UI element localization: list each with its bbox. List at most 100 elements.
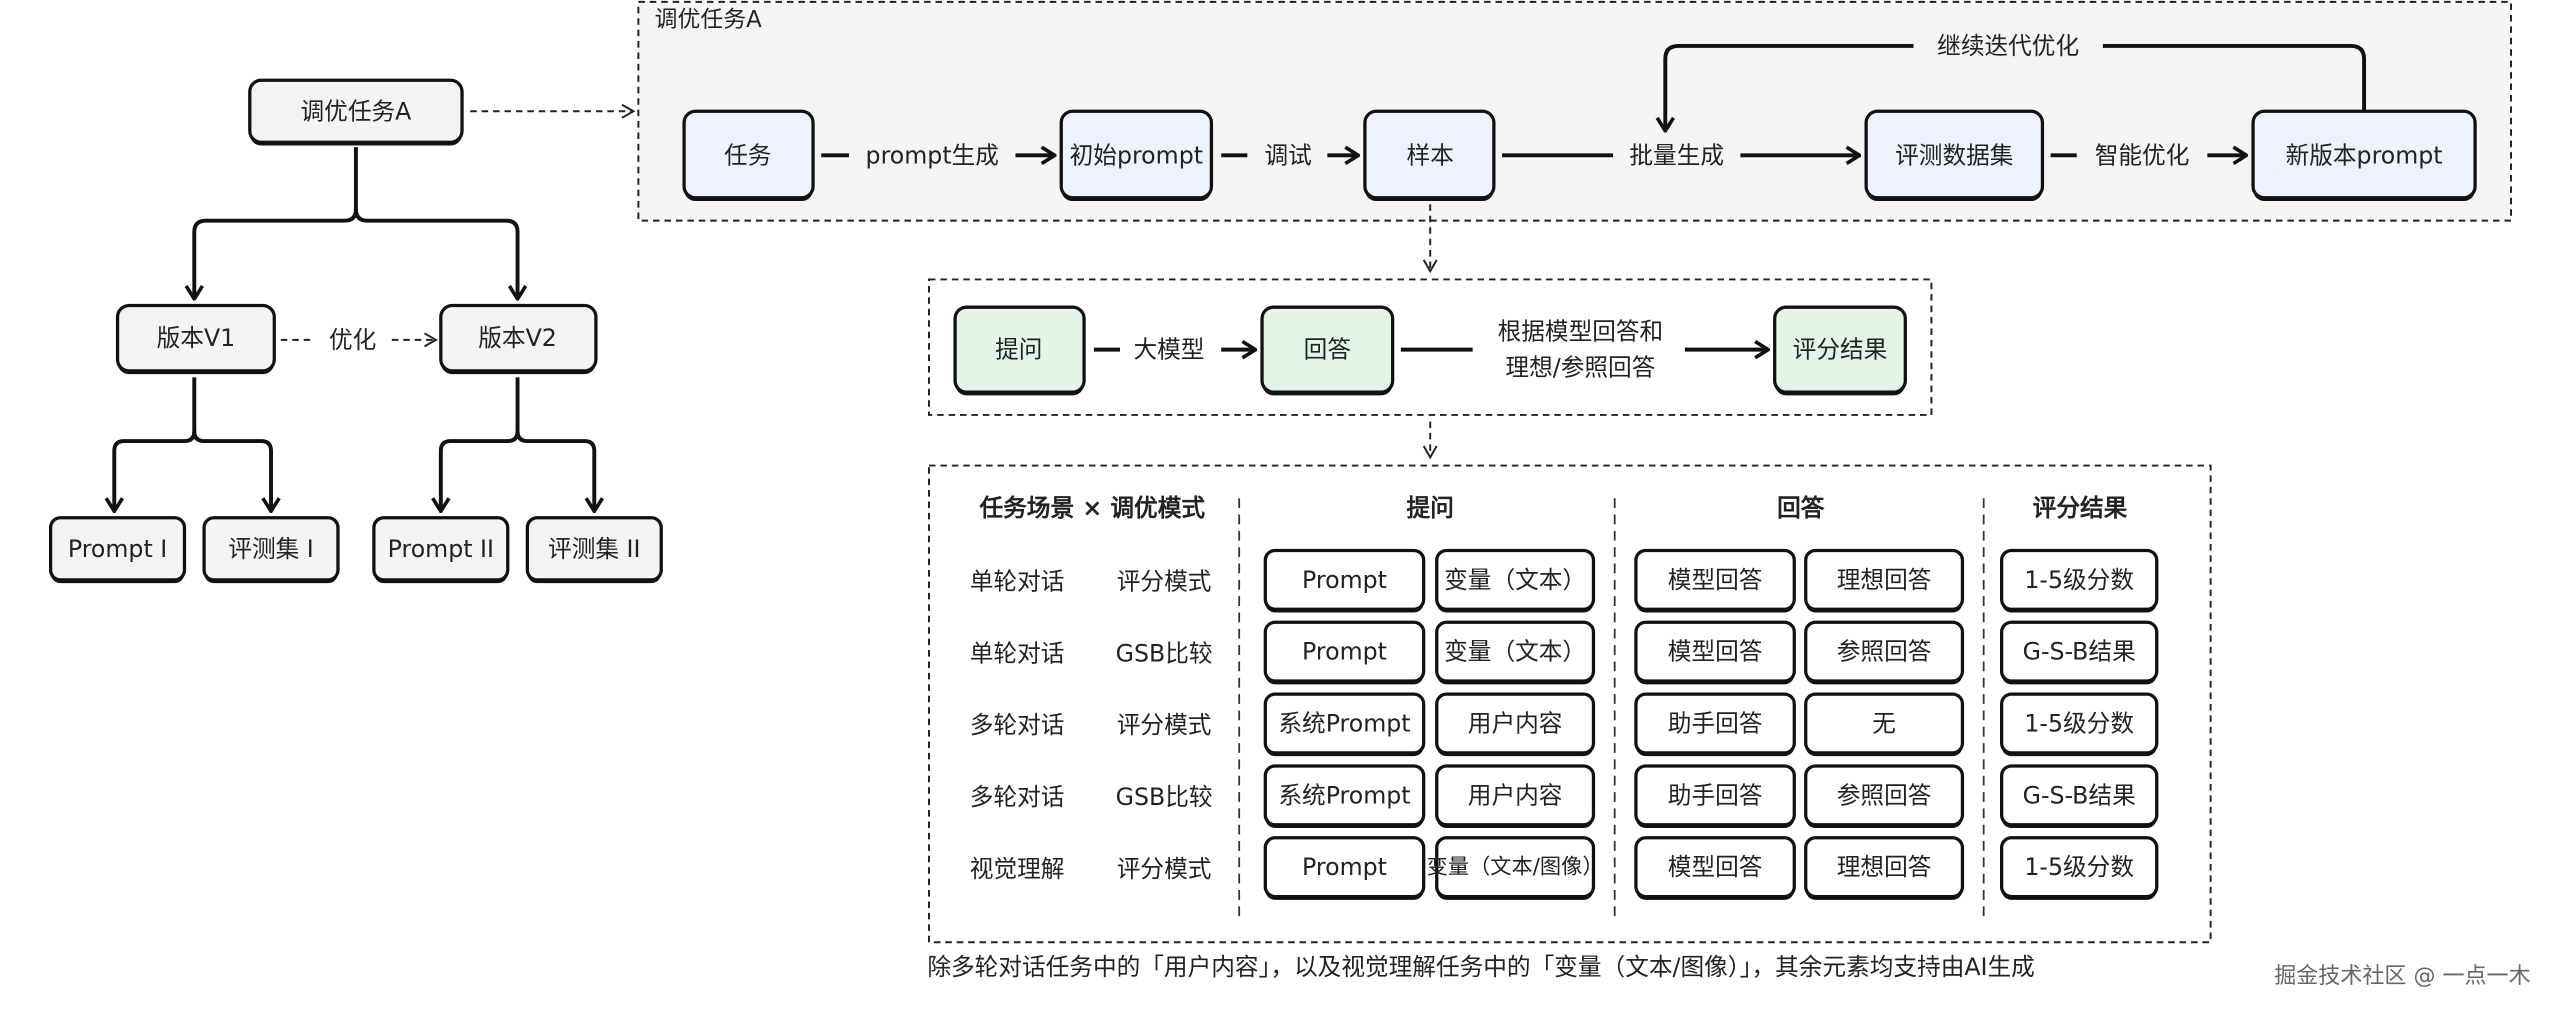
edge-label: 批量生成 — [1629, 141, 1724, 169]
cell-label: 模型回答 — [1668, 566, 1763, 594]
cell-label: 变量（文本） — [1444, 638, 1586, 666]
cell-label: Prompt — [1302, 853, 1387, 881]
table-row: 视觉理解 评分模式 Prompt 变量（文本/图像） 模型回答 理想回答 1-5级分数 — [970, 836, 2159, 900]
table-row: 单轮对话 GSB比较 Prompt 变量（文本） 模型回答 参照回答 G-S-B结果 — [970, 620, 2159, 685]
leaf-eval-set-2[interactable]: 评测集 II — [525, 516, 663, 584]
cell-label: 模型回答 — [1668, 638, 1763, 666]
panel-title: 调优任务A — [655, 7, 762, 33]
edge-label-judge-1: 根据模型回答和 — [1498, 318, 1664, 346]
cell-box[interactable]: 1-5级分数 — [2000, 548, 2159, 613]
node-label: 提问 — [995, 336, 1042, 364]
node-score[interactable]: 评分结果 — [1773, 305, 1907, 396]
cell-label: 1-5级分数 — [2024, 566, 2134, 594]
cell-label: 用户内容 — [1468, 710, 1563, 738]
header-score: 评分结果 — [2033, 494, 2128, 522]
scene-label: 单轮对话 — [970, 567, 1065, 595]
cell-box[interactable]: 无 — [1804, 692, 1965, 757]
cell-label: 变量（文本） — [1444, 566, 1586, 594]
cell-label: 参照回答 — [1837, 638, 1932, 666]
cell-box[interactable]: G-S-B结果 — [2000, 764, 2159, 828]
cell-label: 系统Prompt — [1278, 781, 1410, 809]
cell-label: 模型回答 — [1668, 853, 1763, 881]
node-label: 样本 — [1407, 141, 1454, 169]
cell-label: 助手回答 — [1668, 781, 1763, 809]
cell-label: G-S-B结果 — [2023, 638, 2136, 666]
cell-box[interactable]: 用户内容 — [1435, 764, 1596, 828]
sample-panel: 大模型 根据模型回答和 理想/参照回答 提问 回答 评分结果 — [928, 278, 1933, 416]
edge-label-judge-2: 理想/参照回答 — [1505, 354, 1655, 382]
table-row: 多轮对话 GSB比较 系统Prompt 用户内容 助手回答 参照回答 G-S-B结果 — [970, 764, 2159, 828]
cell-box[interactable]: 1-5级分数 — [2000, 692, 2159, 757]
cell-label: 系统Prompt — [1278, 710, 1410, 738]
cell-box[interactable]: 系统Prompt — [1263, 692, 1426, 757]
leaf-prompt-2[interactable]: Prompt II — [372, 516, 510, 584]
version-v1-node[interactable]: 版本V1 — [115, 303, 276, 375]
edge-label-llm: 大模型 — [1133, 336, 1204, 364]
node-task[interactable]: 任务 — [682, 109, 815, 202]
node-label: 评分结果 — [1793, 336, 1888, 364]
scene-label: 多轮对话 — [970, 783, 1065, 811]
cell-box[interactable]: 理想回答 — [1804, 548, 1965, 613]
version-v2-node[interactable]: 版本V2 — [439, 303, 598, 375]
column-separators — [1238, 498, 1985, 923]
leaf-label: Prompt I — [68, 535, 167, 563]
cell-label: Prompt — [1302, 566, 1387, 594]
cell-box[interactable]: G-S-B结果 — [2000, 620, 2159, 685]
edge-label: prompt生成 — [866, 141, 999, 169]
node-label: 评测数据集 — [1895, 141, 2013, 169]
cell-box[interactable]: 助手回答 — [1634, 692, 1796, 757]
table-row: 单轮对话 评分模式 Prompt 变量（文本） 模型回答 理想回答 1-5级分数 — [970, 548, 2159, 613]
version-v1-label: 版本V1 — [157, 324, 236, 352]
cell-box[interactable]: 模型回答 — [1634, 548, 1796, 613]
cell-box[interactable]: Prompt — [1263, 548, 1426, 613]
cell-box[interactable]: 参照回答 — [1804, 620, 1965, 685]
cell-box[interactable]: 理想回答 — [1804, 836, 1965, 900]
edge-label: 调试 — [1264, 141, 1311, 169]
cell-box[interactable]: 系统Prompt — [1263, 764, 1426, 828]
cell-label: 1-5级分数 — [2024, 710, 2134, 738]
mode-label: GSB比较 — [1116, 783, 1213, 811]
leaf-prompt-1[interactable]: Prompt I — [48, 516, 187, 584]
cell-label: 变量（文本/图像） — [1427, 855, 1604, 880]
cell-box[interactable]: 用户内容 — [1435, 692, 1596, 757]
cell-label: 用户内容 — [1468, 781, 1563, 809]
cell-box[interactable]: Prompt — [1263, 836, 1426, 900]
header-question: 提问 — [1407, 494, 1454, 522]
node-new-prompt[interactable]: 新版本prompt — [2251, 109, 2477, 202]
mode-label: GSB比较 — [1116, 639, 1213, 667]
leaf-eval-set-1[interactable]: 评测集 I — [202, 516, 340, 584]
watermark: 掘金技术社区 @ 一点一木 — [2274, 964, 2530, 989]
scene-label: 多轮对话 — [970, 711, 1065, 739]
node-sample[interactable]: 样本 — [1363, 109, 1496, 202]
cell-box[interactable]: 模型回答 — [1634, 836, 1796, 900]
scene-label: 单轮对话 — [970, 639, 1065, 667]
cell-box[interactable]: 变量（文本/图像） — [1427, 836, 1604, 900]
tree-root-node[interactable]: 调优任务A — [248, 78, 464, 146]
tree-root-label: 调优任务A — [301, 97, 412, 125]
node-eval-dataset[interactable]: 评测数据集 — [1864, 109, 2045, 202]
footnote: 除多轮对话任务中的「用户内容」，以及视觉理解任务中的「变量（文本/图像）」，其余… — [927, 953, 2034, 981]
node-question[interactable]: 提问 — [953, 305, 1086, 396]
node-answer[interactable]: 回答 — [1260, 305, 1395, 396]
cell-box[interactable]: 模型回答 — [1634, 620, 1796, 685]
scene-label: 视觉理解 — [970, 855, 1065, 883]
cell-box[interactable]: 变量（文本） — [1435, 620, 1596, 685]
cell-box[interactable]: 助手回答 — [1634, 764, 1796, 828]
cell-box[interactable]: 1-5级分数 — [2000, 836, 2159, 900]
leaf-label: 评测集 II — [548, 535, 640, 563]
loop-label: 继续迭代优化 — [1937, 32, 2079, 60]
cell-box[interactable]: 变量（文本） — [1435, 548, 1596, 613]
loop-arrow — [1665, 43, 1914, 131]
node-label: 初始prompt — [1070, 141, 1203, 169]
leaf-label: 评测集 I — [228, 535, 313, 563]
cell-label: 助手回答 — [1668, 710, 1763, 738]
edge-label: 智能优化 — [2095, 141, 2190, 169]
version-tree: 调优任务A 版本V1 版本V2 优化 Prompt I 评测集 I — [48, 78, 663, 584]
mode-label: 评分模式 — [1117, 567, 1212, 595]
node-initial-prompt[interactable]: 初始prompt — [1059, 109, 1214, 202]
cell-box[interactable]: 参照回答 — [1804, 764, 1965, 828]
cell-box[interactable]: Prompt — [1263, 620, 1426, 685]
cell-label: 参照回答 — [1837, 781, 1932, 809]
optimize-label: 优化 — [329, 326, 376, 354]
mode-label: 评分模式 — [1117, 855, 1212, 883]
